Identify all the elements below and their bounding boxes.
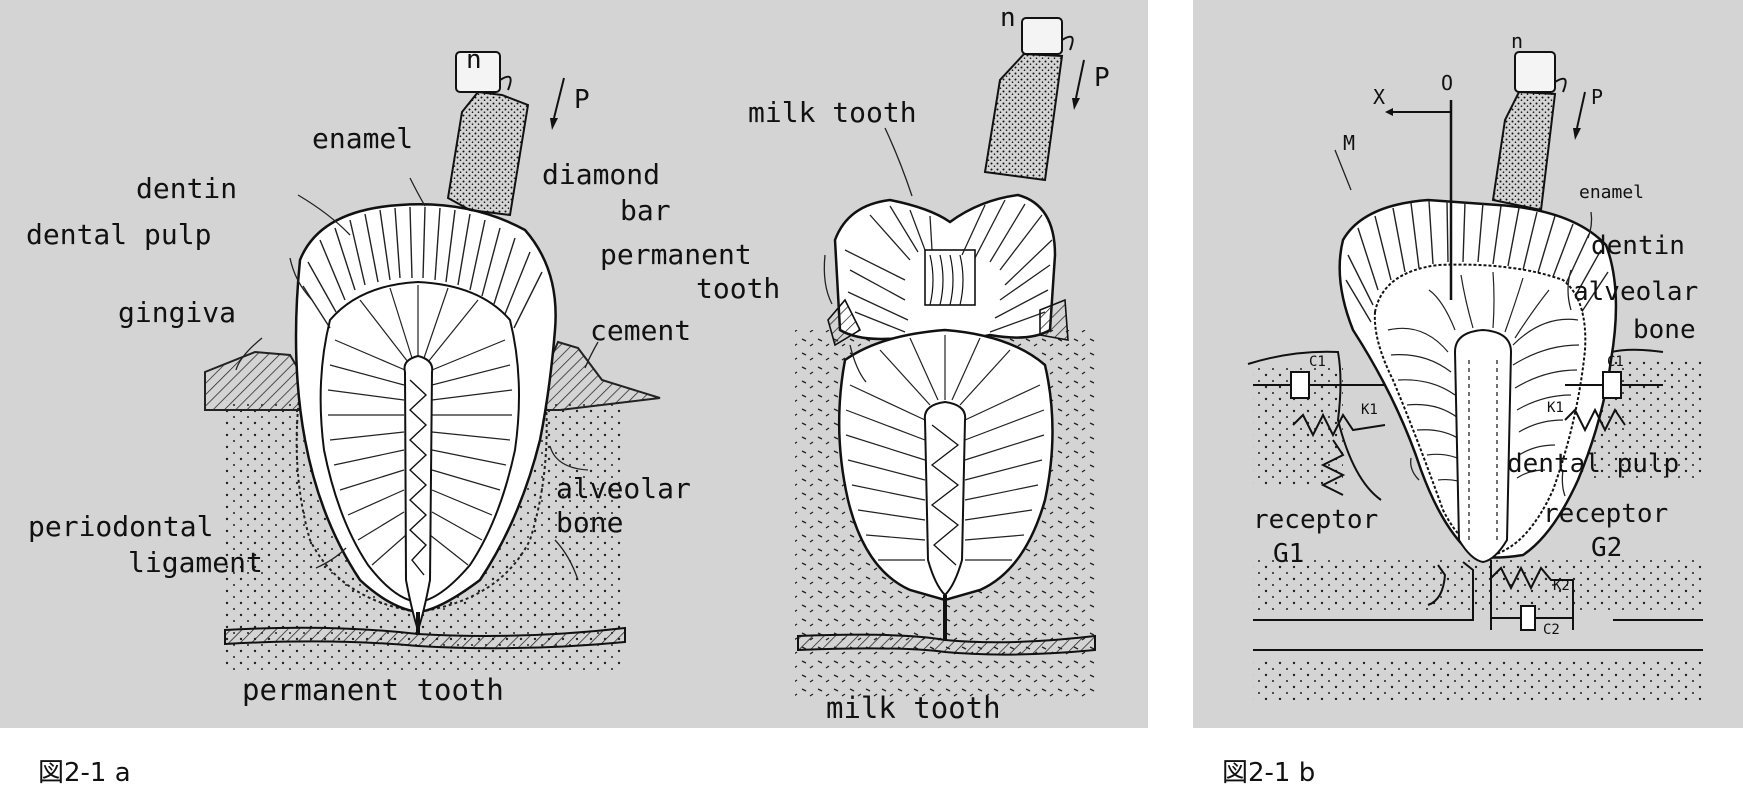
rotation-arrow xyxy=(499,75,512,91)
diamond-bar-drill xyxy=(446,90,530,217)
label-periodontal: periodontal xyxy=(28,510,213,543)
figure-2-1b-labels: X O n P M enamel dentin alveolar bone C1… xyxy=(1253,29,1698,638)
label-k2: K2 xyxy=(1553,578,1570,594)
x-axis-arrowhead xyxy=(1385,108,1393,116)
model-pulp-lines xyxy=(1468,360,1498,540)
label-x: X xyxy=(1373,85,1385,109)
label-dentin: dentin xyxy=(136,172,237,205)
label-cement: cement xyxy=(590,314,691,347)
base-stipple xyxy=(1253,560,1703,610)
spring-damper-models xyxy=(1253,371,1663,631)
bud-pulp-network xyxy=(930,424,960,566)
pulp-network xyxy=(408,379,428,576)
enamel-striations xyxy=(302,206,543,329)
milk-force-arrowhead xyxy=(1072,98,1080,110)
label-ligament: ligament xyxy=(128,546,263,579)
caption-figure-2-1a: 図2-1 a xyxy=(38,758,131,788)
figure-2-1a-panel: n P enamel diamond bar dentin dental pul… xyxy=(0,0,1148,728)
label-alveolar: alveolar xyxy=(556,472,691,505)
label-receptor-g1: receptor xyxy=(1253,505,1378,535)
label-g2: G2 xyxy=(1591,533,1622,563)
label-n: n xyxy=(466,45,482,75)
label-enamel: enamel xyxy=(312,122,413,155)
dentin-boundary xyxy=(319,280,520,604)
label-o: O xyxy=(1441,71,1453,95)
figure-2-1b-drawing: X O n P M enamel dentin alveolar bone C1… xyxy=(1247,29,1703,700)
figure-2-1b-panel: X O n P M enamel dentin alveolar bone C1… xyxy=(1193,0,1743,728)
label-milk-p: P xyxy=(1094,63,1110,93)
label-model-dentin: dentin xyxy=(1591,231,1685,261)
receptor-nerves xyxy=(1253,561,1703,651)
label-c1-right: C1 xyxy=(1607,354,1624,370)
gingiva-right xyxy=(544,340,661,411)
label-c2: C2 xyxy=(1543,622,1560,638)
model-drill-shank xyxy=(1514,51,1556,93)
label-milk-tooth-bottom: milk tooth xyxy=(826,691,1001,725)
label-dental-pulp: dental pulp xyxy=(26,218,211,251)
milk-nerve-bundle xyxy=(797,633,1096,656)
label-receptor-g2: receptor xyxy=(1543,499,1668,529)
milk-tooth-drawing xyxy=(795,17,1096,700)
label-model-dental-pulp: dental pulp xyxy=(1507,449,1679,479)
label-milk-tooth-word: tooth xyxy=(696,272,780,305)
milk-drill xyxy=(983,52,1064,182)
label-milk-tooth-top: milk tooth xyxy=(748,96,917,129)
model-tooth-drawing xyxy=(1247,51,1703,700)
label-gingiva: gingiva xyxy=(118,296,236,329)
label-milk-permanent: permanent xyxy=(600,238,752,271)
milk-pulp-network xyxy=(929,254,964,306)
bud-striations xyxy=(845,335,1045,561)
label-model-enamel: enamel xyxy=(1579,182,1644,203)
label-k1-right: K1 xyxy=(1547,400,1564,416)
figure-2-1a-labels: n P enamel diamond bar dentin dental pul… xyxy=(26,3,1110,725)
model-enamel-striations xyxy=(1345,200,1609,323)
gingiva-left xyxy=(204,350,301,411)
milk-force-arrow xyxy=(1075,59,1085,99)
milk-crown-striations xyxy=(844,199,1053,333)
label-permanent-tooth: permanent tooth xyxy=(242,673,504,707)
label-p: P xyxy=(574,85,590,115)
label-c1-left: C1 xyxy=(1309,354,1326,370)
caption-figure-2-1b: 図2-1 b xyxy=(1222,758,1316,788)
left-bone-outline xyxy=(1247,350,1382,501)
label-milk-n: n xyxy=(1000,3,1016,33)
milk-gingiva-left xyxy=(827,298,862,347)
periodontal-ligament xyxy=(295,389,548,614)
label-model-alveolar: alveolar xyxy=(1573,277,1698,307)
label-diamond: diamond xyxy=(542,158,660,191)
nerve-bundle xyxy=(224,626,626,650)
force-arrowhead xyxy=(550,118,558,130)
label-model-p: P xyxy=(1591,85,1603,109)
label-g1: G1 xyxy=(1273,539,1304,569)
bottom-stipple xyxy=(1253,660,1703,700)
model-force-arrowhead xyxy=(1573,128,1581,140)
label-m: M xyxy=(1343,131,1355,155)
leader-lines xyxy=(235,177,599,581)
model-pulp xyxy=(1453,328,1513,564)
figure-2-1a-drawing: n P enamel diamond bar dentin dental pul… xyxy=(26,3,1110,725)
dentin-tubules xyxy=(327,285,513,566)
model-leader-lines xyxy=(1334,149,1593,497)
milk-drill-shank xyxy=(1021,17,1063,55)
model-drill xyxy=(1491,90,1557,212)
permanent-tooth-drawing xyxy=(204,51,661,670)
label-bone: bone xyxy=(556,506,623,539)
model-dentin-lines xyxy=(1387,271,1580,486)
force-arrow xyxy=(553,77,565,119)
label-model-n: n xyxy=(1511,29,1523,53)
milk-rotation-arrow xyxy=(1061,35,1074,51)
label-bar: bar xyxy=(620,194,671,227)
milk-gingiva-right xyxy=(1039,298,1069,341)
label-k1-left: K1 xyxy=(1361,402,1378,418)
bud-pulp xyxy=(923,400,967,597)
milk-leader-lines xyxy=(823,127,913,383)
label-model-bone: bone xyxy=(1633,315,1696,345)
model-rotation-arrow xyxy=(1554,77,1567,93)
model-force-arrow xyxy=(1576,91,1586,129)
